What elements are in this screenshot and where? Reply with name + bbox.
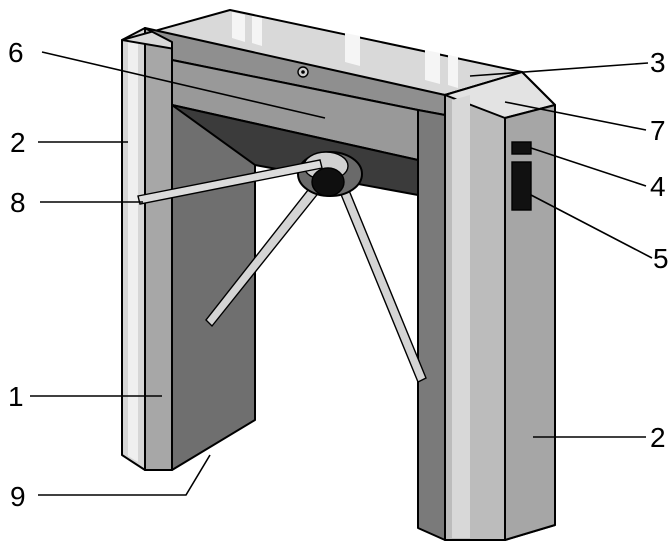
card-reader-panel <box>511 161 532 211</box>
beam-gloss-stripe <box>232 12 245 42</box>
leader-6 <box>41 51 326 119</box>
callout-label-3: 3 <box>650 47 666 78</box>
callout-label-9: 9 <box>10 481 26 512</box>
left-pillar <box>121 27 256 471</box>
beam-gloss-stripe <box>345 33 360 66</box>
rotor-arm-lower-right <box>339 187 427 383</box>
leader-9 <box>38 454 211 496</box>
callout-label-2-left: 2 <box>10 127 26 158</box>
callout-label-5: 5 <box>653 243 669 274</box>
indicator-display <box>511 141 532 155</box>
callout-label-8: 8 <box>10 187 26 218</box>
left-pillar-front-face <box>144 27 173 471</box>
callout-leaders <box>30 51 653 496</box>
callout-label-6: 6 <box>8 37 24 68</box>
right-pillar <box>417 71 556 541</box>
right-pillar-inner-face <box>417 109 446 541</box>
leader-3 <box>469 62 649 77</box>
beam-bolt-center <box>301 70 305 74</box>
callout-label-4: 4 <box>650 171 666 202</box>
callout-labels: 6 2 8 1 9 3 7 4 5 2 <box>8 37 669 512</box>
rotor-hub-center <box>311 167 345 197</box>
beam-gloss-stripe <box>425 50 440 84</box>
callout-label-2-right: 2 <box>650 422 666 453</box>
leader-4 <box>530 147 647 187</box>
callout-label-1: 1 <box>8 381 24 412</box>
beam-gloss-stripe <box>252 16 262 46</box>
right-pillar-highlight <box>452 95 470 538</box>
rotor-assembly <box>137 151 427 383</box>
callout-label-7: 7 <box>650 115 666 146</box>
leader-7 <box>504 101 647 131</box>
beam-gloss-stripe <box>448 55 458 88</box>
left-pillar-highlight-strip <box>128 35 138 462</box>
leader-5 <box>530 194 653 259</box>
